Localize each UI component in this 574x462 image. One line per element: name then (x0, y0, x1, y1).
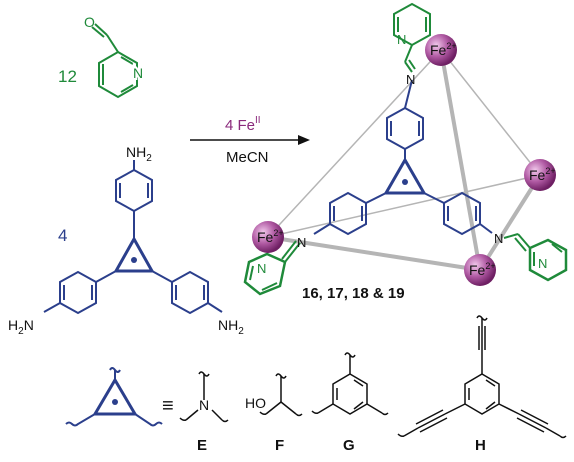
reaction-arrow (190, 135, 310, 145)
nh2-right-label: NH2 (218, 317, 244, 337)
compound-numbers-label: 16, 17, 18 & 19 (302, 285, 405, 302)
legend-e-nitrogen: N (199, 397, 209, 413)
aldehyde-nitrogen-label: N (133, 65, 143, 81)
cage-top-pyridine-n: N (397, 32, 406, 47)
legend-structure-h (397, 315, 567, 439)
h2n-left-label: H2N (8, 317, 34, 337)
triamine-core-dot (131, 257, 137, 263)
nh2-top-label: NH2 (126, 144, 152, 164)
aldehyde-oxygen-label: O (84, 14, 95, 30)
legend-structure-f (259, 373, 303, 417)
solvent-label: MeCN (226, 149, 269, 166)
legend-core-dot (112, 399, 118, 405)
cage-left-pyridine-n: N (257, 261, 266, 276)
legend-triangle-core (65, 367, 163, 427)
legend-label-h: H (475, 437, 486, 454)
legend-structure-e (179, 371, 229, 423)
svg-text:Fe2+: Fe2+ (257, 228, 284, 245)
legend-f-hydroxyl: HO (245, 395, 266, 411)
cage-ligand-structure (243, 2, 568, 296)
aldehyde-equivalents: 12 (58, 67, 77, 86)
equivalence-sign: ≡ (162, 395, 174, 417)
cage-core-dot (402, 179, 408, 185)
legend-structure-g (311, 352, 389, 416)
cage-right-imine-n: N (494, 231, 503, 246)
svg-text:Fe2+: Fe2+ (469, 261, 496, 278)
fe-centre-right: Fe2+ (524, 159, 556, 191)
svg-text:Fe2+: Fe2+ (430, 41, 457, 58)
legend-label-f: F (275, 437, 284, 454)
cage-tetrahedron-edges (266, 48, 542, 272)
cage-left-imine-n: N (297, 235, 306, 250)
cage-right-pyridine-n: N (538, 256, 547, 271)
cage-top-imine-n: N (406, 72, 415, 87)
legend-label-g: G (343, 437, 355, 454)
fe-centre-top: Fe2+ (425, 34, 457, 66)
svg-text:Fe2+: Fe2+ (529, 166, 556, 183)
triamine-structure (43, 160, 223, 315)
legend-label-e: E (197, 437, 207, 454)
metal-reagent-label: 4 FeII (225, 115, 261, 134)
fe-centre-bottom: Fe2+ (464, 254, 496, 286)
fe-centre-left: Fe2+ (252, 221, 284, 253)
amine-equivalents: 4 (58, 226, 67, 245)
pyridine-carbaldehyde-structure (91, 23, 138, 99)
